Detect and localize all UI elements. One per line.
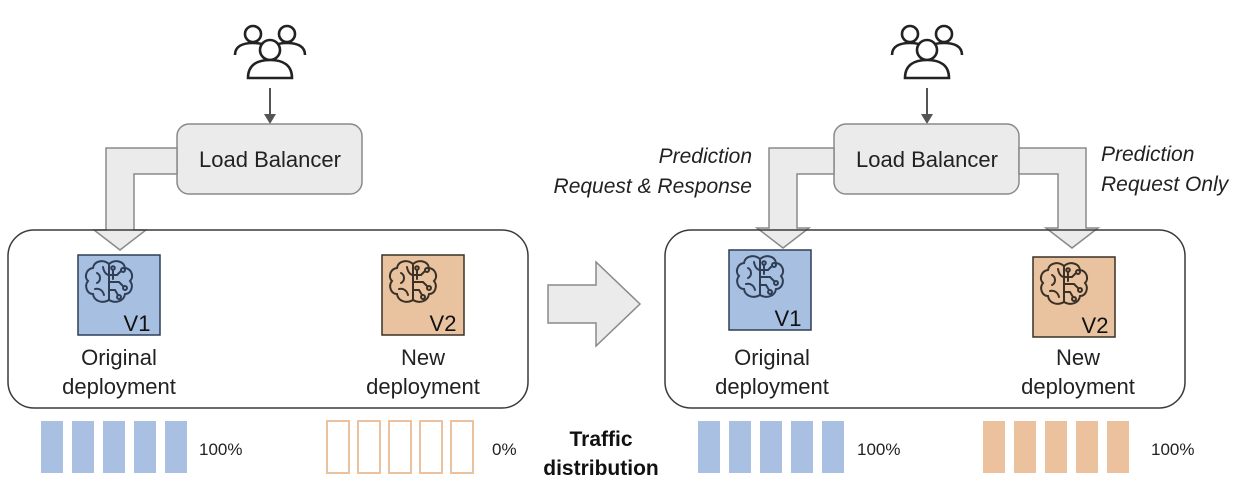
- left-panel: Load Balancer V1 Original deployment V2 …: [7, 24, 529, 474]
- v2-traffic-percent: 100%: [1151, 440, 1194, 459]
- traffic-bar: [41, 421, 63, 473]
- v2-label-line1: New: [401, 345, 445, 370]
- v1-label-line2: deployment: [62, 374, 176, 399]
- v2-version-label: V2: [1082, 313, 1109, 338]
- traffic-bar: [72, 421, 94, 473]
- users-group-icon: [233, 24, 307, 80]
- deployment-container: [664, 229, 1186, 409]
- v1-traffic-bars: [41, 421, 187, 473]
- traffic-bar: [1076, 421, 1098, 473]
- v2-label-line2: deployment: [1021, 374, 1135, 399]
- v2-label-line2: deployment: [366, 374, 480, 399]
- traffic-bar: [1045, 421, 1067, 473]
- v2-label-line1: New: [1056, 345, 1100, 370]
- center: Traffic distribution: [543, 260, 659, 480]
- right-panel: Load Balancer Prediction Request & Respo…: [554, 24, 1230, 473]
- lb-to-v1-arrow: [754, 147, 835, 249]
- v2-traffic-percent: 0%: [492, 440, 517, 459]
- traffic-bar: [357, 420, 381, 474]
- v1-traffic-percent: 100%: [199, 440, 242, 459]
- v1-label-line1: Original: [81, 345, 157, 370]
- v1-traffic-bars: [698, 421, 844, 473]
- load-balancer-label: Load Balancer: [856, 147, 998, 172]
- traffic-bar: [1107, 421, 1129, 473]
- users-group-icon: [890, 24, 964, 80]
- users-to-lb-arrow: [921, 88, 933, 124]
- annotation-left-line2: Request & Response: [554, 175, 752, 198]
- traffic-bar: [1014, 421, 1036, 473]
- v2-traffic-bars: [983, 421, 1129, 473]
- right-arrow-icon: [547, 260, 642, 348]
- v1-label-line2: deployment: [715, 374, 829, 399]
- v1-label-line1: Original: [734, 345, 810, 370]
- traffic-bar: [822, 421, 844, 473]
- v1-version-label: V1: [124, 311, 151, 336]
- traffic-bar: [103, 421, 125, 473]
- traffic-bar: [450, 420, 474, 474]
- traffic-bar: [419, 420, 443, 474]
- traffic-bar: [983, 421, 1005, 473]
- v2-traffic-bars: [326, 420, 474, 474]
- traffic-label-line1: Traffic: [569, 428, 632, 451]
- v1-version-label: V1: [775, 306, 802, 331]
- traffic-bar: [165, 421, 187, 473]
- traffic-bar: [698, 421, 720, 473]
- lb-to-v2-arrow: [1018, 147, 1101, 249]
- annotation-left-line1: Prediction: [659, 145, 752, 168]
- load-balancer-label: Load Balancer: [199, 147, 341, 172]
- v1-traffic-percent: 100%: [857, 440, 900, 459]
- deployment-container: [7, 229, 529, 409]
- v2-version-label: V2: [430, 311, 457, 336]
- traffic-label-line2: distribution: [543, 457, 658, 480]
- traffic-bar: [388, 420, 412, 474]
- annotation-right-line2: Request Only: [1101, 173, 1230, 196]
- users-to-lb-arrow: [264, 88, 276, 124]
- traffic-bar: [134, 421, 156, 473]
- traffic-bar: [760, 421, 782, 473]
- traffic-bar: [791, 421, 813, 473]
- lb-to-v1-arrow: [91, 147, 178, 251]
- traffic-bar: [729, 421, 751, 473]
- traffic-bar: [326, 420, 350, 474]
- annotation-right-line1: Prediction: [1101, 143, 1194, 166]
